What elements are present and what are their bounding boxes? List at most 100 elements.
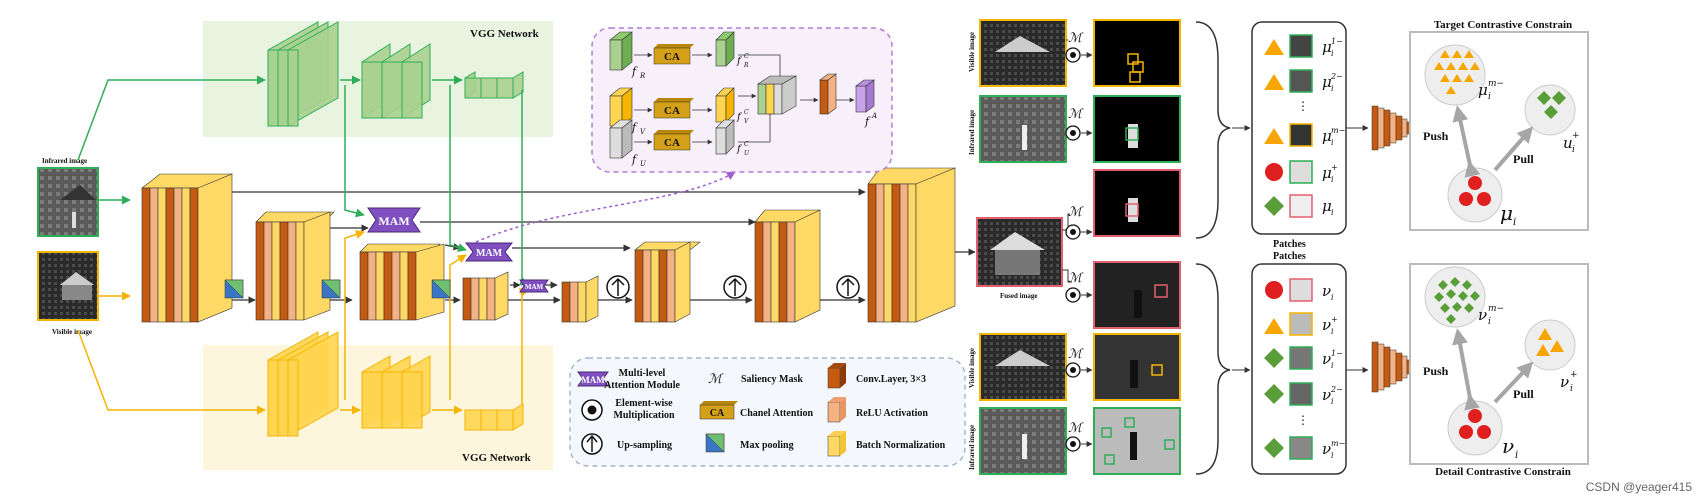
svg-text:+: +: [1331, 315, 1338, 324]
svg-text:C: C: [744, 141, 749, 148]
svg-text:ℳ: ℳ: [1068, 107, 1084, 122]
svg-text:Up-sampling: Up-sampling: [617, 440, 672, 451]
svg-text:⋮: ⋮: [1297, 99, 1309, 113]
svg-text:Patches: Patches: [1273, 239, 1306, 250]
svg-text:2−: 2−: [1330, 385, 1343, 394]
decoder-stack-1: [634, 241, 701, 323]
svg-text:i: i: [1331, 327, 1334, 336]
svg-text:m−: m−: [1488, 304, 1504, 314]
svg-text:+: +: [1572, 131, 1580, 141]
svg-text:i: i: [1570, 384, 1573, 394]
svg-text:Push: Push: [1423, 129, 1449, 143]
svg-text:C: C: [744, 109, 749, 116]
svg-text:i: i: [1331, 293, 1334, 302]
svg-text:Multi-level: Multi-level: [619, 368, 666, 379]
svg-text:+: +: [1331, 163, 1338, 172]
svg-text:m−: m−: [1488, 79, 1504, 89]
legend-saliency-icon: ℳ: [708, 372, 724, 387]
svg-text:ν: ν: [1322, 316, 1331, 334]
svg-text:ℳ: ℳ: [1068, 421, 1084, 436]
legend-conv-icon: [827, 363, 846, 389]
svg-text:Multiplication: Multiplication: [613, 410, 675, 421]
svg-text:MAM: MAM: [378, 214, 409, 228]
svg-text:Infrared image: Infrared image: [42, 157, 87, 165]
svg-text:CA: CA: [664, 105, 680, 117]
svg-text:Visible image: Visible image: [968, 32, 976, 72]
svg-text:ℳ: ℳ: [1068, 271, 1084, 286]
svg-text:Visible image: Visible image: [968, 348, 976, 388]
svg-text:i: i: [1331, 361, 1334, 370]
svg-text:MAM: MAM: [581, 375, 605, 385]
svg-text:ν: ν: [1502, 434, 1514, 458]
vgg-bottom-blocks: [267, 331, 524, 437]
main-flow-lines: [232, 188, 976, 304]
encoder-stack-1: [141, 173, 233, 323]
svg-text:i: i: [1513, 217, 1516, 228]
encoder-stack-4: [462, 271, 509, 321]
svg-text:ν: ν: [1322, 282, 1331, 300]
svg-text:ν: ν: [1322, 440, 1331, 458]
svg-text:i: i: [1488, 92, 1491, 102]
svg-text:V: V: [640, 128, 646, 136]
svg-text:Max pooling: Max pooling: [740, 440, 794, 451]
target-branch: Visible image Infrared image ℳ ℳ ℳ: [968, 19, 1251, 240]
svg-text:⋮: ⋮: [1297, 413, 1309, 427]
encoder-stack-2: [255, 211, 335, 321]
svg-text:f: f: [631, 153, 638, 166]
svg-text:μ: μ: [1322, 164, 1332, 182]
svg-text:μ: μ: [1322, 197, 1332, 215]
svg-text:f: f: [631, 121, 638, 134]
svg-text:i: i: [1572, 145, 1575, 155]
svg-text:ν: ν: [1322, 350, 1331, 368]
svg-text:i: i: [1331, 138, 1334, 147]
fused-image: Fused image: [976, 217, 1063, 300]
svg-text:Pull: Pull: [1513, 152, 1534, 166]
svg-text:ReLU Activation: ReLU Activation: [856, 408, 928, 419]
svg-text:V: V: [744, 118, 749, 125]
svg-text:f: f: [864, 115, 871, 128]
svg-text:μ: μ: [1478, 81, 1488, 99]
upsample-icons: [606, 275, 860, 299]
svg-text:i: i: [1331, 208, 1334, 217]
svg-text:2−: 2−: [1330, 72, 1343, 81]
svg-text:u: u: [1563, 134, 1573, 152]
legend-maxpool-icon: [705, 433, 725, 453]
svg-text:U: U: [744, 150, 750, 157]
svg-text:Conv.Layer, 3×3: Conv.Layer, 3×3: [856, 374, 926, 385]
visible-input: Visible image: [37, 251, 99, 336]
legend-panel: MAM Multi-level Attention Module ℳ Salie…: [569, 357, 966, 467]
decoder-stack-2: [754, 209, 821, 323]
vgg-bottom-label: VGG Network: [462, 452, 532, 464]
svg-text:f: f: [736, 112, 743, 123]
mam-detail-connector: [475, 171, 736, 243]
svg-text:Attention Module: Attention Module: [604, 380, 680, 391]
svg-text:Saliency Mask: Saliency Mask: [741, 374, 803, 385]
legend-ca-icon: [699, 401, 738, 420]
svg-text:MAM: MAM: [525, 283, 544, 291]
legend-mam-icon: [577, 371, 609, 387]
svg-text:ℳ: ℳ: [1068, 205, 1084, 220]
svg-text:1−: 1−: [1331, 37, 1343, 46]
svg-text:CA: CA: [664, 137, 680, 149]
svg-text:CA: CA: [710, 408, 725, 419]
svg-text:ℳ: ℳ: [1068, 347, 1084, 362]
decoder-stack-3: [867, 167, 956, 323]
mam-blocks: MAM MAM MAM: [367, 207, 549, 293]
svg-text:μ: μ: [1322, 38, 1332, 56]
svg-text:+: +: [1570, 370, 1578, 380]
svg-text:R: R: [743, 62, 749, 69]
svg-text:Visible image: Visible image: [52, 328, 92, 336]
svg-text:i: i: [1331, 397, 1334, 406]
svg-text:f: f: [736, 56, 743, 67]
svg-text:ν: ν: [1560, 373, 1569, 391]
svg-text:U: U: [640, 160, 647, 168]
svg-text:f: f: [631, 65, 638, 78]
svg-text:ℳ: ℳ: [1068, 31, 1084, 46]
maxpool-icons: [224, 279, 451, 299]
svg-text:μ: μ: [1322, 127, 1332, 145]
svg-text:Chanel Attention: Chanel Attention: [740, 408, 814, 419]
